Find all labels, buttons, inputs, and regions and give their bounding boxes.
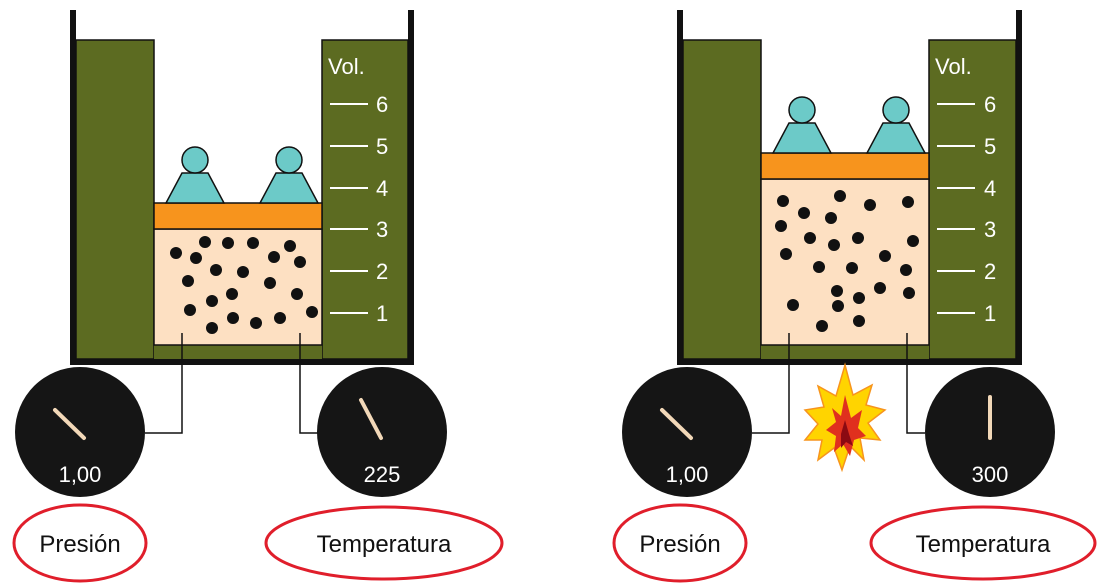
- volume-tick-label: 4: [984, 176, 996, 201]
- pressure-wire-right: [752, 333, 790, 434]
- pressure-gauge-left: 1,00: [15, 367, 145, 497]
- piston-left: [153, 202, 323, 230]
- gas-chamber-left: [153, 228, 323, 346]
- container-right: [677, 10, 1022, 365]
- container-floor: [677, 359, 1022, 365]
- piston-right: [760, 152, 930, 180]
- temperature-highlight-circle: [264, 505, 504, 581]
- gauge-needle: [359, 398, 383, 440]
- volume-scale-block: [321, 39, 409, 360]
- container-wall-right: [408, 10, 414, 365]
- pressure-gauge-right: 1,00: [622, 367, 752, 497]
- pressure-highlight-circle: [12, 503, 148, 583]
- temperature-highlight-circle: [869, 505, 1097, 581]
- pressure-value: 1,00: [666, 462, 709, 487]
- temperature-label: Temperatura: [916, 531, 1051, 558]
- left-block: [682, 39, 762, 360]
- container-left: [70, 10, 414, 365]
- volume-tick-label: 2: [984, 259, 996, 284]
- volume-tick-label: 3: [376, 217, 388, 242]
- volume-scale-block: [928, 39, 1017, 360]
- pressure-value: 1,00: [59, 462, 102, 487]
- weight-left-2: [258, 146, 320, 204]
- temperature-gauge-right: 300: [925, 367, 1055, 497]
- pressure-label: Presión: [39, 531, 120, 558]
- gauge-needle: [660, 408, 693, 440]
- weight-left-1: [164, 146, 226, 204]
- panel-left: Vol. 6 5 4 3 2 1 1,00: [12, 10, 504, 583]
- temperature-wire-right: [906, 333, 925, 434]
- weight-right-2: [865, 96, 927, 154]
- volume-tick-label: 3: [984, 217, 996, 242]
- volume-tick-label: 6: [376, 92, 388, 117]
- volume-scale-title: Vol.: [935, 54, 972, 79]
- gas-chamber-right: [760, 178, 930, 346]
- temperature-wire-left: [299, 333, 318, 434]
- volume-tick-label: 4: [376, 176, 388, 201]
- container-base: [154, 345, 322, 359]
- temperature-value: 300: [972, 462, 1009, 487]
- weight-right-1: [771, 96, 833, 154]
- volume-tick-label: 5: [984, 134, 996, 159]
- volume-scale-title: Vol.: [328, 54, 365, 79]
- container-wall-left: [677, 10, 683, 365]
- flame-icon: [803, 362, 887, 473]
- volume-tick-label: 1: [376, 301, 388, 326]
- gas-particles-left: [170, 236, 318, 334]
- container-wall-left: [70, 10, 76, 365]
- pressure-wire-left: [145, 333, 183, 434]
- volume-scale-right: Vol. 6 5 4 3 2 1: [935, 54, 996, 326]
- volume-tick-label: 2: [376, 259, 388, 284]
- volume-tick-label: 1: [984, 301, 996, 326]
- gas-particles-right: [775, 190, 919, 332]
- left-block: [75, 39, 155, 360]
- temperature-gauge-left: 225: [317, 367, 447, 497]
- container-floor: [70, 359, 414, 365]
- gauge-needle: [53, 408, 86, 440]
- container-base: [761, 345, 929, 359]
- volume-tick-label: 6: [984, 92, 996, 117]
- temperature-label: Temperatura: [317, 531, 452, 558]
- pressure-highlight-circle: [612, 503, 748, 583]
- panel-right: Vol. 6 5 4 3 2 1: [612, 10, 1097, 583]
- temperature-value: 225: [364, 462, 401, 487]
- volume-tick-label: 5: [376, 134, 388, 159]
- container-wall-right: [1016, 10, 1022, 365]
- volume-scale-left: Vol. 6 5 4 3 2 1: [328, 54, 388, 326]
- pressure-label: Presión: [639, 531, 720, 558]
